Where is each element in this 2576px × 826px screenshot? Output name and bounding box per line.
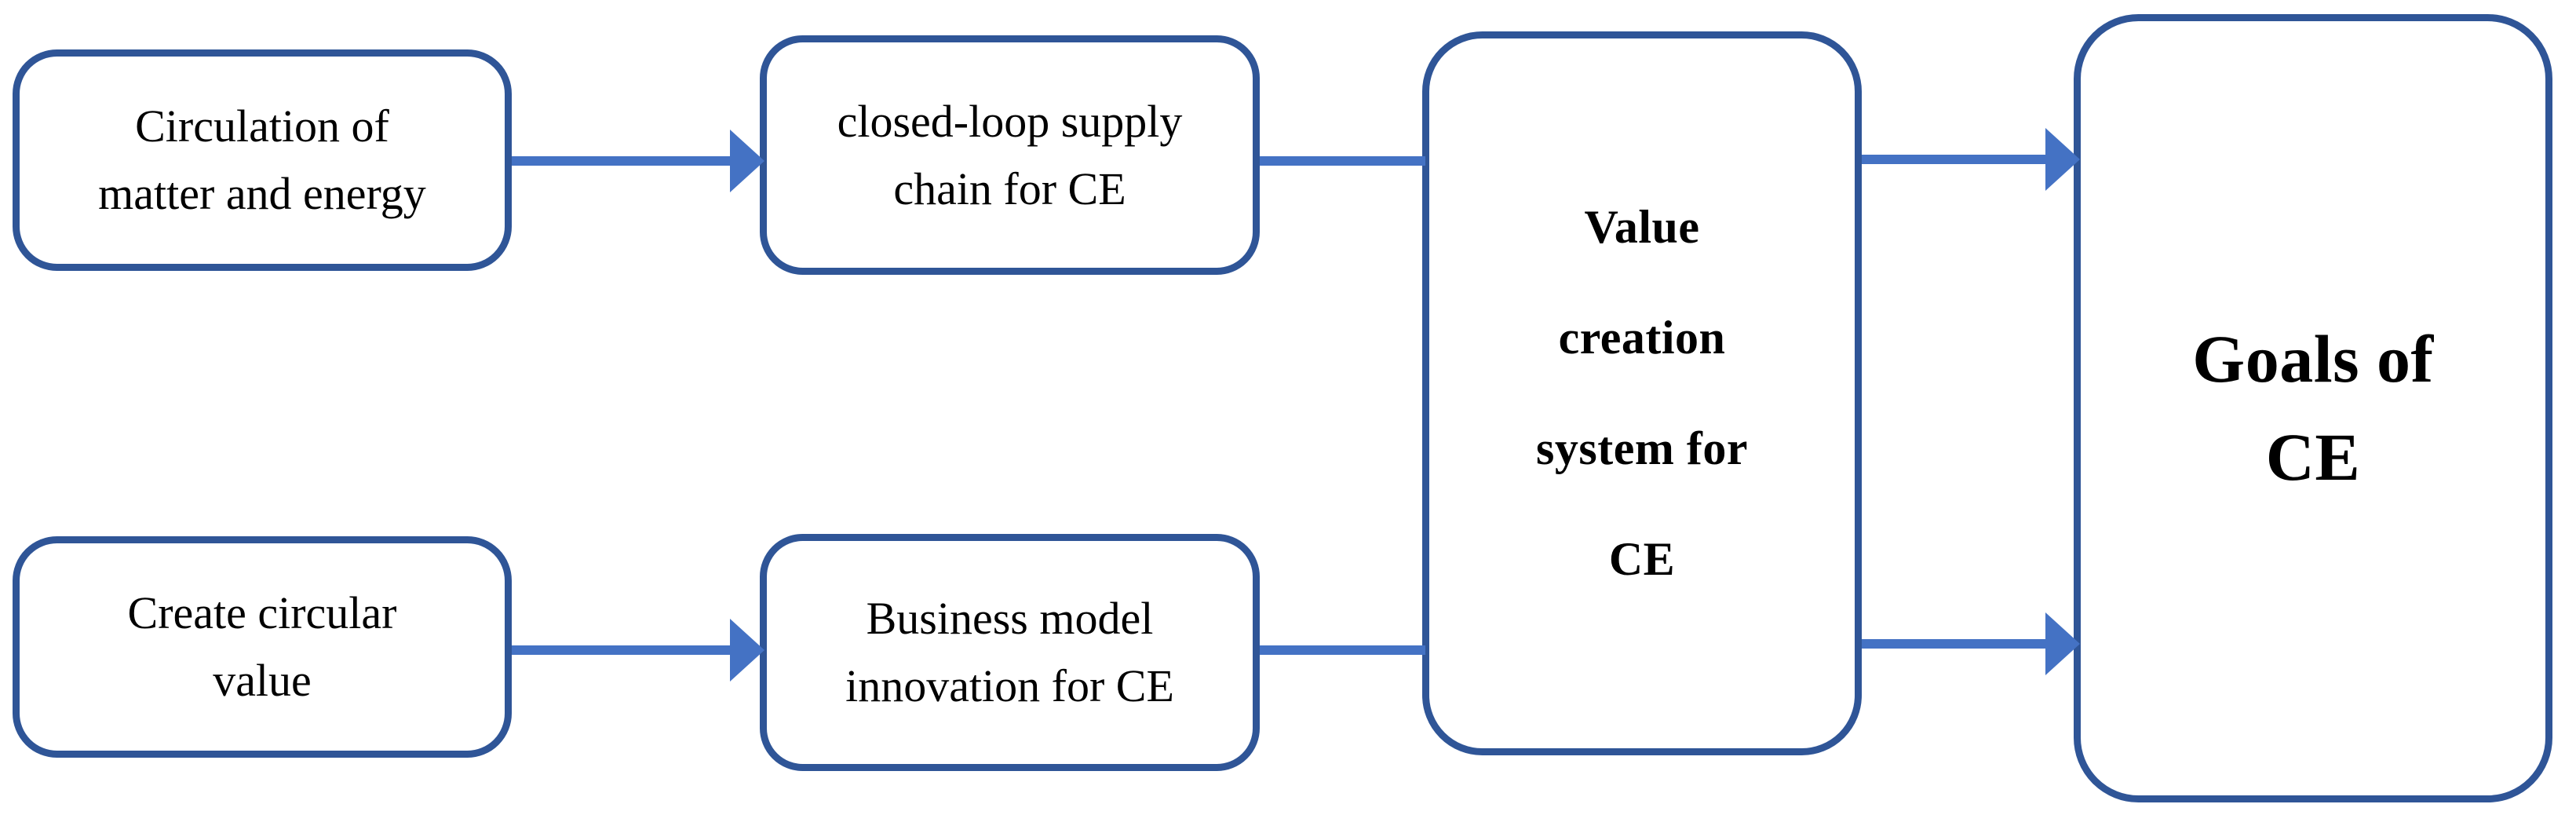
arrowhead-icon bbox=[730, 130, 764, 192]
connector-value-creation-to-goals-bottom bbox=[1862, 612, 2080, 675]
node-box-create-value[interactable] bbox=[13, 536, 512, 758]
connector-value-creation-to-goals-top bbox=[1862, 128, 2080, 191]
connector-circulation-to-closed-loop bbox=[512, 130, 764, 192]
arrowhead-icon bbox=[2045, 612, 2080, 675]
node-box-closed-loop[interactable] bbox=[760, 35, 1260, 275]
node-box-goals[interactable] bbox=[2074, 14, 2552, 802]
node-box-value-creation[interactable] bbox=[1422, 31, 1862, 755]
node-box-circulation[interactable] bbox=[13, 49, 512, 271]
node-box-business-model[interactable] bbox=[760, 534, 1260, 771]
arrowhead-icon bbox=[2045, 128, 2080, 191]
arrowhead-icon bbox=[730, 619, 764, 682]
connector-create-value-to-business-model bbox=[512, 619, 764, 682]
